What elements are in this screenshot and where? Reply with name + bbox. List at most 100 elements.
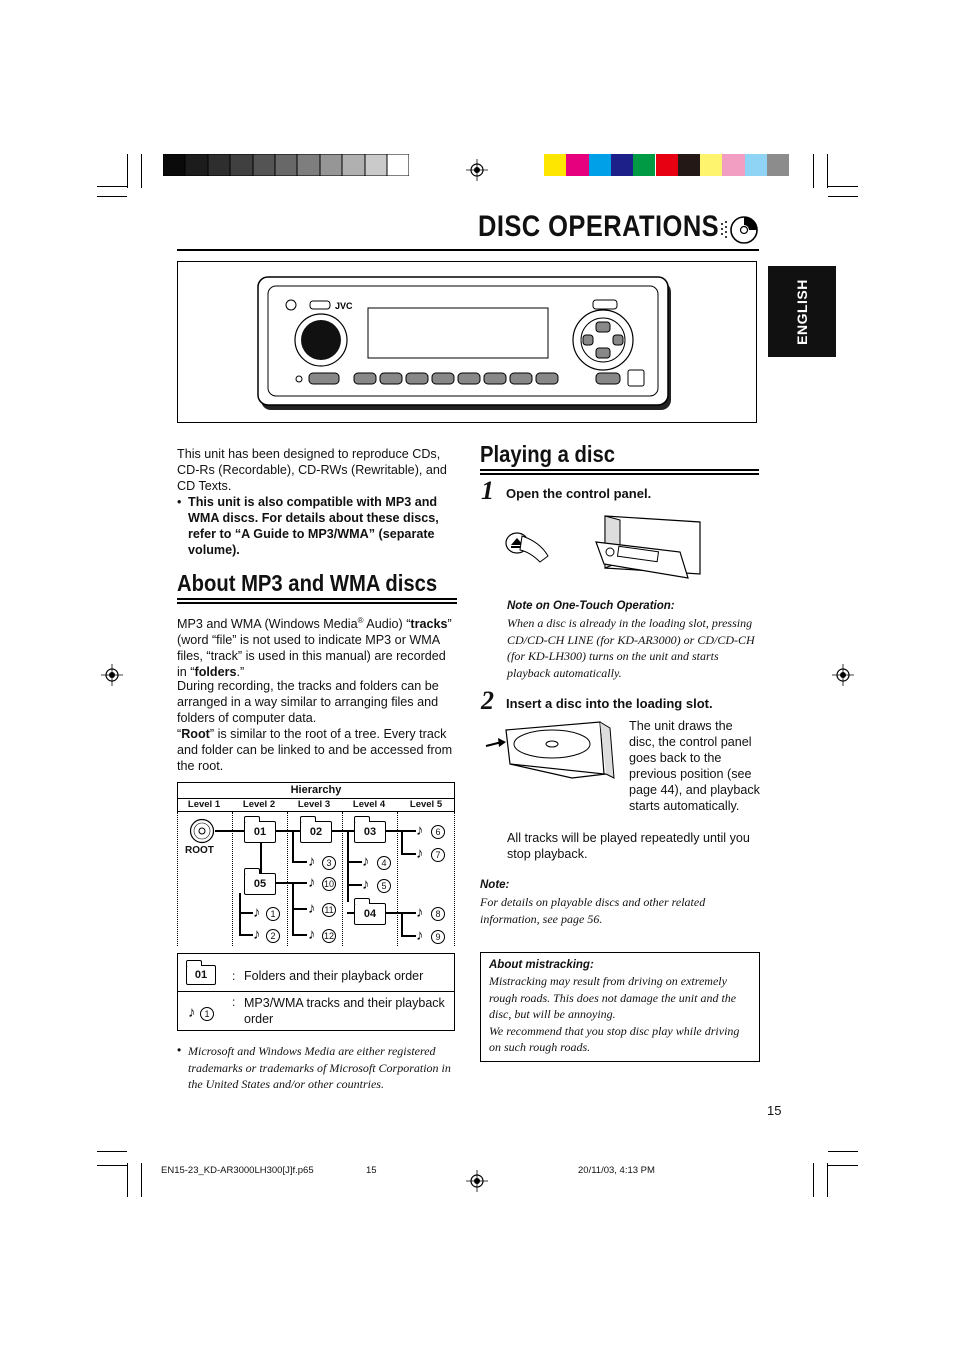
track-note-icon: ♪ [308,900,316,917]
mistracking-text-2: We recommend that you stop disc play whi… [489,1023,740,1055]
color-swatch [387,154,410,176]
color-swatch [230,154,253,176]
legend-folder-icon: 01 [185,960,216,985]
track-note-icon: ♪ [253,904,261,921]
hierarchy-title: Hierarchy [177,782,455,799]
hierarchy-diagram: Hierarchy Level 1 Level 2 Level 3 Level … [177,782,455,946]
folder-01: 01 [243,816,276,843]
registration-mark-icon [101,664,123,686]
color-swatch [633,154,656,176]
legend-note-icon: ♪ [188,1004,196,1021]
color-swatch [163,154,186,176]
p3-text-b: ” is similar to the root of a tree. Ever… [177,727,453,773]
color-swatch [655,154,678,176]
track-number: 9 [431,930,445,944]
mp3-paragraph-2: During recording, the tracks and folders… [177,679,439,725]
tree-line [347,912,355,914]
language-tab-label: ENGLISH [794,278,810,345]
color-swatch [588,154,611,176]
legend-colon: : [232,995,236,1009]
mp3-section-heading: About MP3 and WMA discs [177,570,438,596]
step-2-description: The unit draws the disc, the control pan… [629,719,760,813]
page-title: DISC OPERATIONS [478,210,720,243]
car-stereo-illustration: JVC [257,276,671,410]
registration-mark-icon [832,664,854,686]
tree-line [239,934,253,936]
folder-03: 03 [353,816,386,843]
column-divider [397,812,398,946]
legend-track-number: 1 [200,1007,214,1021]
footer-page: 15 [366,1165,377,1176]
root-disc-icon [189,818,215,844]
track-note-icon: ♪ [362,853,370,870]
legend-folder-desc: Folders and their playback order [244,969,424,983]
footer-timestamp: 20/11/03, 4:13 PM [578,1165,655,1176]
level-header: Level 4 [352,799,386,810]
disc-icon [721,216,758,244]
color-swatch [297,154,320,176]
p3-text-a: “ [177,727,182,741]
registration-mark-icon [466,159,488,181]
color-swatch [544,154,567,176]
track-number: 8 [431,907,445,921]
note-1-title: Note on One-Touch Operation: [507,600,675,612]
track-number: 7 [431,848,445,862]
p1-text-a: MP3 and WMA (Windows Media [177,617,358,632]
level-header: Level 3 [297,799,331,810]
p1-text-d: .” [236,665,245,680]
folder-02: 02 [299,816,332,843]
device-illustration-frame: JVC [177,261,757,423]
mp3-paragraph-1: MP3 and WMA (Windows Media® Audio) “trac… [177,613,459,680]
track-number: 12 [322,929,336,943]
column-divider [232,812,233,946]
track-number: 6 [431,825,445,839]
color-swatch [722,154,745,176]
tree-line [347,861,362,863]
compat-bullet-text: This unit is also compatible with MP3 an… [188,495,439,557]
legend-colon: : [232,969,236,983]
track-number: 3 [322,856,336,870]
registration-mark-icon [466,1170,488,1192]
track-note-icon: ♪ [308,926,316,943]
color-swatch [342,154,365,176]
color-swatch [700,154,723,176]
color-swatch [207,154,231,176]
track-number: 10 [322,877,336,891]
mistracking-title: About mistracking: [489,959,594,971]
section-rule [177,602,457,604]
tree-line [276,882,307,884]
open-panel-illustration [505,515,701,579]
track-note-icon: ♪ [308,874,316,891]
legend-track-desc: MP3/WMA tracks and their playback order [244,996,445,1026]
step-2-text: Insert a disc into the loading slot. [506,696,713,711]
tree-line [260,842,262,874]
section-rule [480,469,759,471]
color-swatch [767,154,790,176]
mp3-paragraph-3: “Root” is similar to the root of a tree.… [177,726,459,774]
note-1-text: When a disc is already in the loading sl… [507,616,755,680]
trademark-text: Microsoft and Windows Media are either r… [188,1044,451,1091]
track-note-icon: ♪ [362,876,370,893]
tree-line [401,830,403,854]
column-divider [454,812,455,946]
brand-logo: JVC [335,301,353,311]
note-2-text: For details on playable discs and other … [480,895,706,926]
term-folders: folders [194,665,237,680]
track-number: 5 [377,879,391,893]
tree-line [215,830,245,832]
hierarchy-legend: 01 : Folders and their playback order ♪ … [177,953,455,1031]
compat-bullet: • This unit is also compatible with MP3 … [177,494,459,558]
intro-paragraph: This unit has been designed to reproduce… [177,447,447,493]
tree-line [276,830,301,832]
track-note-icon: ♪ [416,845,424,862]
track-number: 11 [322,903,336,917]
level-header: Level 5 [409,799,443,810]
playing-section-heading: Playing a disc [480,441,615,467]
p1-text-b: Audio) “ [363,617,411,632]
color-swatch [744,154,767,176]
section-rule [177,598,457,600]
mistracking-box: About mistracking: Mistracking may resul… [480,952,760,1062]
legend-divider [178,991,454,992]
color-swatch [252,154,275,176]
tree-line [401,853,416,855]
